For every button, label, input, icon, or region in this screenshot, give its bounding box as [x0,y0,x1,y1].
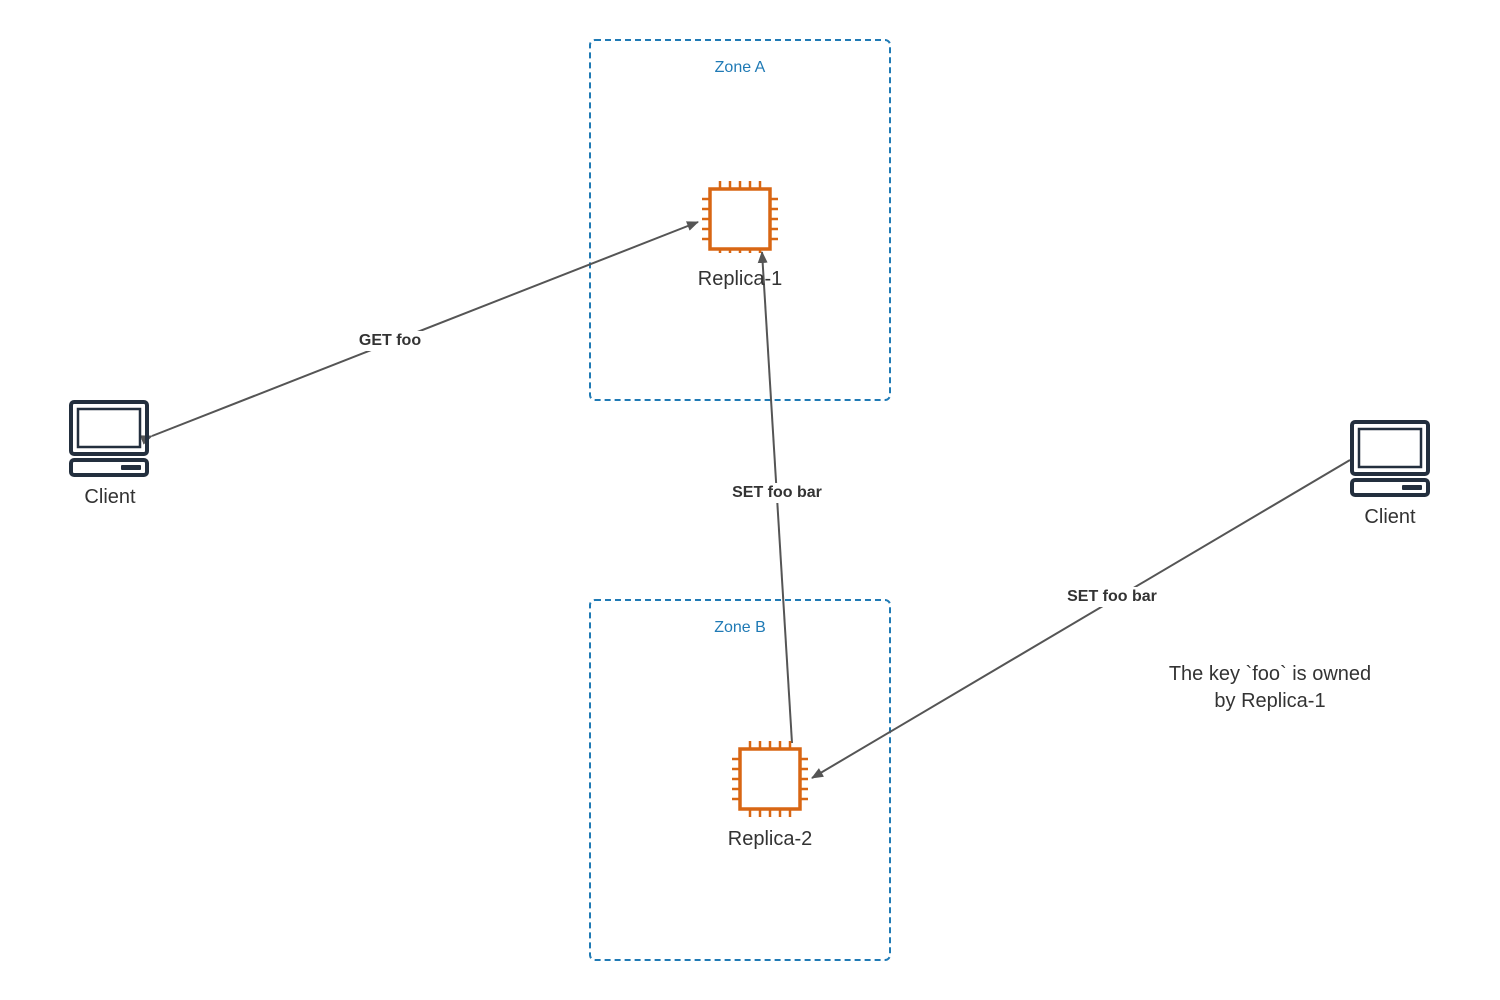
zone-b-boundary: Zone B [589,599,891,961]
replica-2-node [728,739,812,823]
zone-b-label: Zone B [714,619,766,636]
ownership-note-line-1: The key `foo` is owned [1168,663,1372,685]
chip-icon [702,181,778,257]
replica-1-node [698,179,782,257]
replica-set-edge-label: SET foo bar [728,483,826,503]
client-right-node [1350,420,1432,498]
chip-icon [732,741,808,817]
ownership-note-line-2: by Replica-1 [1214,690,1326,712]
replica-1-label: Replica-1 [697,268,783,290]
client-right-label: Client [1364,506,1416,528]
client-left-node [69,400,151,478]
get-foo-connector [139,221,699,445]
ownership-note: The key `foo` is owned by Replica-1 [1130,661,1410,715]
desktop-computer-icon [69,400,149,477]
client-set-connector [811,459,1351,779]
replica-2-label: Replica-2 [727,828,813,850]
client-left-label: Client [84,486,136,508]
zone-a-boundary: Zone A [589,39,891,401]
get-foo-edge-label: GET foo [354,331,426,351]
zone-a-label: Zone A [714,59,766,76]
client-set-edge-label: SET foo bar [1063,587,1161,607]
desktop-computer-icon [1350,420,1430,497]
